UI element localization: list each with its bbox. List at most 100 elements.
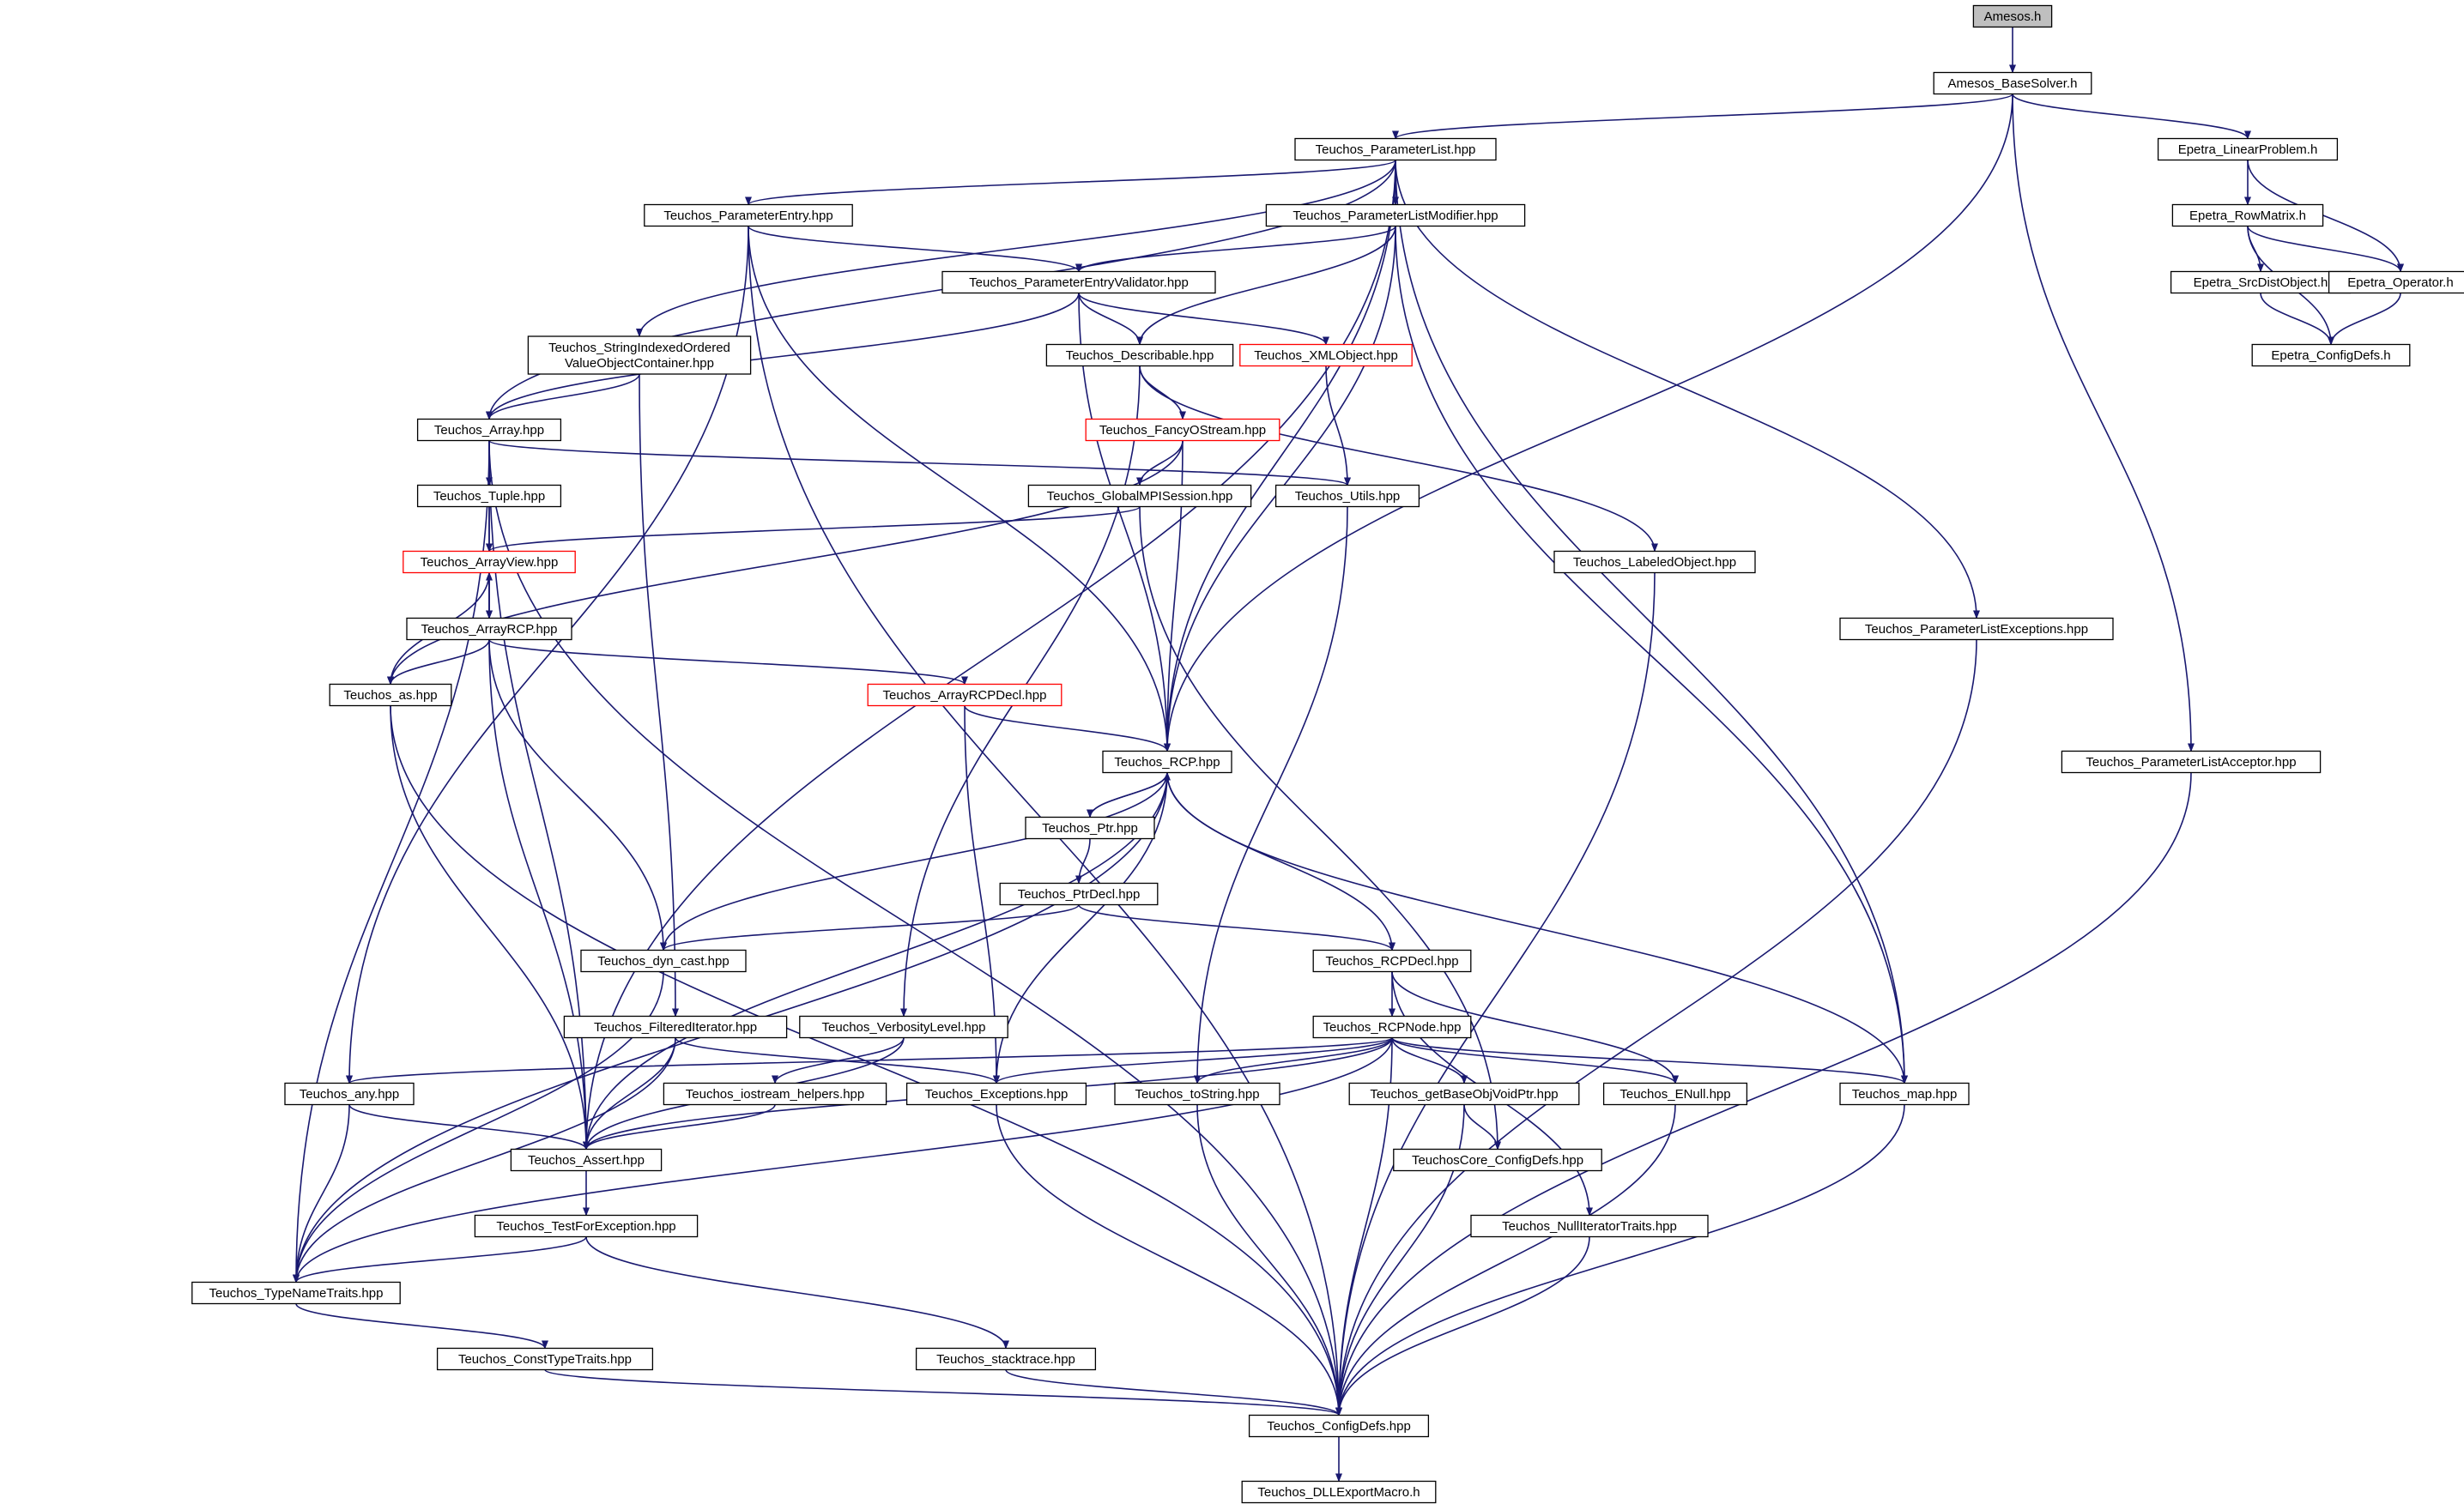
node-parameterlistmodifier[interactable]: Teuchos_ParameterListModifier.hpp: [1265, 203, 1526, 227]
edge-rcp-to-assert: [583, 772, 1168, 1151]
edge-rcpnode-to-typenametraits: [293, 1037, 1393, 1284]
node-as[interactable]: Teuchos_as.hpp: [329, 683, 452, 707]
node-box: [905, 1082, 1087, 1106]
edge-epetra_operator-to-epetra_configdefs: [2328, 293, 2401, 346]
node-label: Teuchos_toString.hpp: [1135, 1087, 1259, 1102]
edge-array-to-utils: [488, 439, 1351, 486]
node-label: Teuchos_ParameterListAcceptor.hpp: [2086, 755, 2296, 770]
node-arrayrcp[interactable]: Teuchos_ArrayRCP.hpp: [406, 617, 572, 641]
edge-parameterlist-to-rcp: [1164, 160, 1396, 752]
node-box: [510, 1148, 663, 1172]
node-rcpdecl[interactable]: Teuchos_RCPDecl.hpp: [1312, 949, 1472, 973]
node-box: [2251, 343, 2411, 367]
node-box: [1602, 1082, 1748, 1106]
node-ptr[interactable]: Teuchos_Ptr.hpp: [1025, 816, 1155, 840]
node-consttypetraits[interactable]: Teuchos_ConstTypeTraits.hpp: [436, 1347, 654, 1371]
node-verbositylevel[interactable]: Teuchos_VerbosityLevel.hpp: [799, 1015, 1008, 1039]
node-describable[interactable]: Teuchos_Describable.hpp: [1045, 343, 1234, 367]
node-parameterlist[interactable]: Teuchos_ParameterList.hpp: [1294, 137, 1497, 161]
edge-parameterlistexceptions-to-configdefs: [1335, 639, 1977, 1416]
edge-nulliteratortraits-to-configdefs: [1335, 1236, 1590, 1416]
node-iostream_helpers[interactable]: Teuchos_iostream_helpers.hpp: [663, 1082, 887, 1106]
node-box: [436, 1347, 654, 1371]
node-box: [416, 484, 562, 508]
node-label: Teuchos_Exceptions.hpp: [925, 1087, 1069, 1102]
node-parameterentryvalidator[interactable]: Teuchos_ParameterEntryValidator.hpp: [941, 270, 1216, 294]
node-box: [663, 1082, 887, 1106]
node-label: Epetra_ConfigDefs.h: [2271, 348, 2390, 363]
node-box: [1312, 949, 1472, 973]
node-label: Teuchos_ParameterEntryValidator.hpp: [969, 275, 1189, 290]
edge-array-to-assert: [488, 440, 590, 1151]
node-teuchoscore_configdefs[interactable]: TeuchosCore_ConfigDefs.hpp: [1393, 1148, 1602, 1172]
edge-arrayrcpdecl-to-rcp: [964, 705, 1171, 752]
node-parameterlistacceptor[interactable]: Teuchos_ParameterListAcceptor.hpp: [2061, 750, 2322, 774]
node-globalmpisession[interactable]: Teuchos_GlobalMPISession.hpp: [1027, 484, 1252, 508]
edge-parameterentry-to-parameterentryvalidator: [748, 225, 1082, 273]
node-box: [2328, 270, 2464, 294]
node-array[interactable]: Teuchos_Array.hpp: [416, 418, 562, 442]
node-parameterlistexceptions[interactable]: Teuchos_ParameterListExceptions.hpp: [1839, 617, 2114, 641]
node-getbaseobjvoidptr[interactable]: Teuchos_getBaseObjVoidPtr.hpp: [1348, 1082, 1580, 1106]
node-filterediterator[interactable]: Teuchos_FilteredIterator.hpp: [563, 1015, 788, 1039]
node-fancyostream[interactable]: Teuchos_FancyOStream.hpp: [1085, 418, 1280, 442]
node-assert[interactable]: Teuchos_Assert.hpp: [510, 1148, 663, 1172]
edge-array-to-typenametraits: [293, 440, 490, 1284]
node-typenametraits[interactable]: Teuchos_TypeNameTraits.hpp: [191, 1281, 401, 1305]
node-parameterentry[interactable]: Teuchos_ParameterEntry.hpp: [644, 203, 853, 227]
edge-amesos_basesolver-to-parameterlist: [1392, 93, 2013, 140]
node-label: Teuchos_Array.hpp: [434, 423, 544, 438]
edge-rcp-to-dyn_cast: [660, 772, 1168, 951]
node-label: Teuchos_ParameterList.hpp: [1316, 142, 1476, 157]
node-arrayrcpdecl[interactable]: Teuchos_ArrayRCPDecl.hpp: [867, 683, 1062, 707]
node-box: [867, 683, 1062, 707]
node-tostring[interactable]: Teuchos_toString.hpp: [1114, 1082, 1280, 1106]
edge-parameterlist-to-parameterlistexceptions: [1395, 160, 1980, 619]
node-arrayview[interactable]: Teuchos_ArrayView.hpp: [403, 550, 576, 574]
edge-ptr-to-rcp: [1089, 771, 1171, 818]
edge-rcp-to-map: [1166, 772, 1908, 1084]
edge-testforexception-to-typenametraits: [293, 1236, 587, 1284]
node-testforexception[interactable]: Teuchos_TestForException.hpp: [474, 1214, 699, 1238]
node-label: Epetra_RowMatrix.h: [2189, 208, 2306, 223]
edge-globalmpisession-to-teuchoscore_configdefs: [1139, 506, 1501, 1151]
edge-testforexception-to-stacktrace: [585, 1236, 1009, 1350]
edge-rcpnode-to-enull: [1391, 1037, 1679, 1084]
node-dllexportmacro[interactable]: Teuchos_DLLExportMacro.h: [1241, 1480, 1437, 1504]
node-labeledobject[interactable]: Teuchos_LabeledObject.hpp: [1553, 550, 1756, 574]
node-label: Epetra_SrcDistObject.h: [2194, 275, 2328, 290]
edge-typenametraits-to-consttypetraits: [295, 1303, 548, 1350]
node-enull[interactable]: Teuchos_ENull.hpp: [1602, 1082, 1748, 1106]
node-epetra_rowmatrix[interactable]: Epetra_RowMatrix.h: [2171, 203, 2324, 227]
node-label: Teuchos_getBaseObjVoidPtr.hpp: [1370, 1087, 1558, 1102]
node-label: Teuchos_ConfigDefs.hpp: [1267, 1419, 1411, 1434]
node-configdefs[interactable]: Teuchos_ConfigDefs.hpp: [1248, 1414, 1430, 1438]
edge-describable-to-labeledobject: [1139, 365, 1658, 553]
node-tuple[interactable]: Teuchos_Tuple.hpp: [416, 484, 562, 508]
edge-xmlobject-to-utils: [1325, 365, 1351, 486]
node-utils[interactable]: Teuchos_Utils.hpp: [1274, 484, 1420, 508]
edge-amesos_basesolver-to-rcp: [1164, 94, 2013, 752]
node-dyn_cast[interactable]: Teuchos_dyn_cast.hpp: [580, 949, 747, 973]
edge-exceptions-to-configdefs: [996, 1104, 1342, 1416]
node-epetra_operator[interactable]: Epetra_Operator.h: [2328, 270, 2464, 294]
node-map[interactable]: Teuchos_map.hpp: [1839, 1082, 1970, 1106]
node-box: [1239, 343, 1413, 367]
node-stacktrace[interactable]: Teuchos_stacktrace.hpp: [915, 1347, 1097, 1371]
node-epetra_configdefs[interactable]: Epetra_ConfigDefs.h: [2251, 343, 2411, 367]
node-epetra_linearproblem[interactable]: Epetra_LinearProblem.h: [2157, 137, 2339, 161]
node-rcpnode[interactable]: Teuchos_RCPNode.hpp: [1312, 1015, 1472, 1039]
node-label: Teuchos_map.hpp: [1852, 1087, 1958, 1102]
node-box: [329, 683, 452, 707]
node-exceptions[interactable]: Teuchos_Exceptions.hpp: [905, 1082, 1087, 1106]
node-any[interactable]: Teuchos_any.hpp: [284, 1082, 415, 1106]
node-rcp[interactable]: Teuchos_RCP.hpp: [1102, 750, 1232, 774]
node-amesos_basesolver[interactable]: Amesos_BaseSolver.h: [1933, 71, 2092, 95]
edge-verbositylevel-to-iostream_helpers: [772, 1037, 905, 1084]
node-xmlobject[interactable]: Teuchos_XMLObject.hpp: [1239, 343, 1413, 367]
node-ptrdecl[interactable]: Teuchos_PtrDecl.hpp: [999, 882, 1159, 906]
node-epetra_srcdistobject[interactable]: Epetra_SrcDistObject.h: [2170, 270, 2352, 294]
node-nulliteratortraits[interactable]: Teuchos_NullIteratorTraits.hpp: [1470, 1214, 1709, 1238]
node-label: Teuchos_VerbosityLevel.hpp: [822, 1020, 986, 1035]
